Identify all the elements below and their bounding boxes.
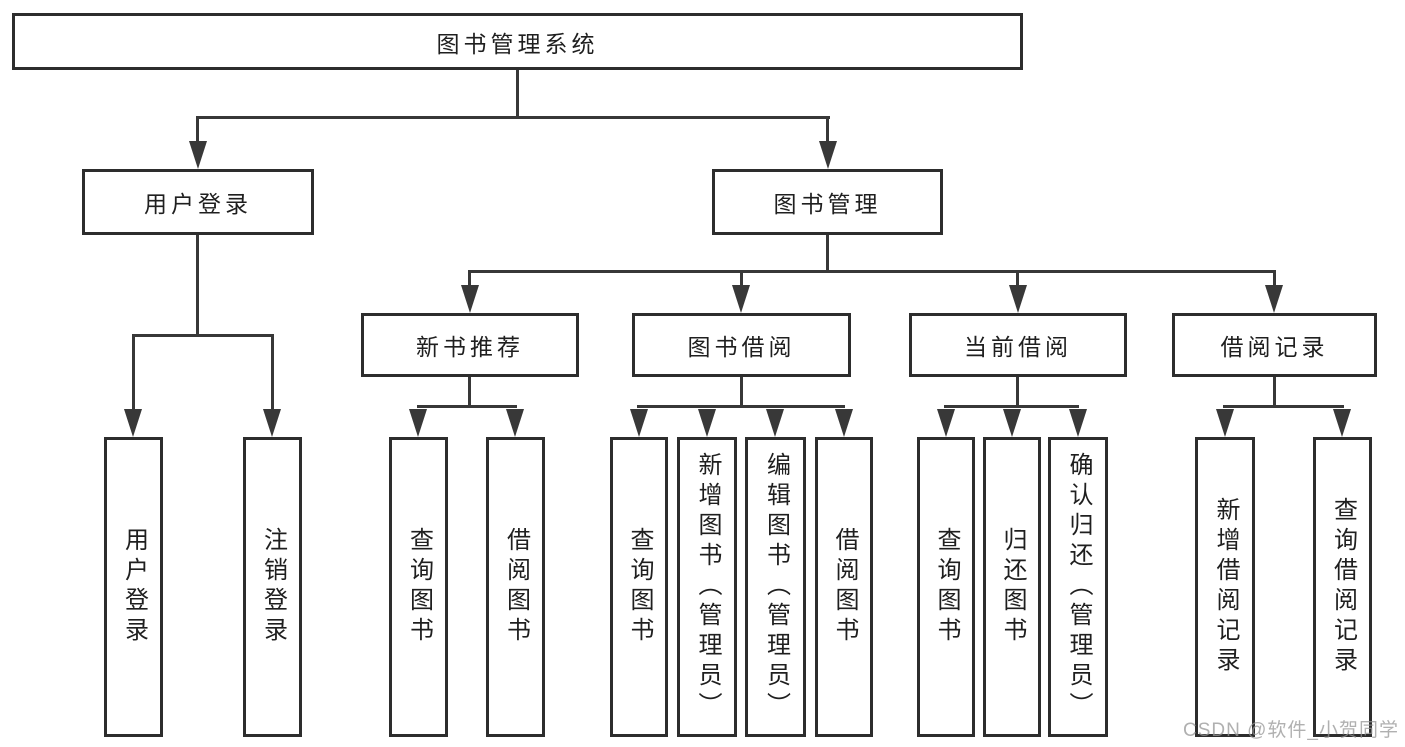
node-label: 图书借阅 (687, 334, 796, 360)
arrow-down-icon (461, 285, 479, 313)
arrow-down-icon (630, 409, 648, 437)
connector-borrowrecord-hline (1223, 405, 1344, 408)
node-label: 归还图书 (999, 527, 1026, 647)
connector-bookmgmt-stub (826, 233, 829, 273)
leaf-bb-add-books-admin: 新增图书（管理员） (677, 437, 737, 737)
node-label: 图书管理系统 (436, 30, 599, 57)
leaf-bb-borrow-books: 借阅图书 (815, 437, 873, 737)
connector-root-stub (516, 68, 519, 119)
leaf-cb-confirm-return-admin: 确认归还（管理员） (1048, 437, 1108, 737)
leaf-cb-return-books: 归还图书 (983, 437, 1041, 737)
node-label: 新书推荐 (416, 334, 524, 360)
csdn-watermark: CSDN @软件_小贺同学 (1183, 720, 1399, 741)
connector-drop-user-login (196, 116, 199, 146)
node-label: 借阅记录 (1220, 334, 1329, 360)
node-book-borrow: 图书借阅 (632, 313, 851, 377)
node-user-login: 用户登录 (82, 169, 314, 235)
leaf-nbr-borrow-books: 借阅图书 (486, 437, 545, 737)
node-label: 新增借阅记录 (1212, 497, 1239, 677)
arrow-down-icon (124, 409, 142, 437)
connector-currentborrow-hline (944, 405, 1079, 408)
arrow-down-icon (1333, 409, 1351, 437)
leaf-br-query-record: 查询借阅记录 (1313, 437, 1372, 737)
connector-drop-bookborrow (740, 270, 743, 288)
arrow-down-icon (1003, 409, 1021, 437)
node-label: 查询借阅记录 (1329, 497, 1357, 677)
connector-bookborrow-hline (637, 405, 845, 408)
connector-level2-hline (196, 116, 830, 119)
arrow-down-icon (819, 141, 837, 169)
node-label: 查询图书 (405, 527, 433, 647)
leaf-br-add-record: 新增借阅记录 (1195, 437, 1255, 737)
node-library-system: 图书管理系统 (12, 13, 1023, 70)
connector-userlogin-stub (196, 234, 199, 336)
connector-level3-hline (468, 270, 1276, 273)
node-current-borrow: 当前借阅 (909, 313, 1127, 377)
node-label: 新增图书（管理员） (694, 452, 721, 722)
node-label: 用户登录 (120, 527, 148, 647)
connector-newbook-stub (468, 375, 471, 408)
connector-bookborrow-stub (740, 375, 743, 408)
node-label: 图书管理 (773, 191, 882, 217)
leaf-nbr-query-books: 查询图书 (389, 437, 448, 737)
connector-drop-currentborrow (1016, 270, 1019, 288)
leaf-cb-query-books: 查询图书 (917, 437, 975, 737)
arrow-down-icon (1009, 285, 1027, 313)
connector-drop-newbook (468, 270, 471, 288)
node-label: 查询图书 (626, 527, 653, 647)
arrow-down-icon (937, 409, 955, 437)
arrow-down-icon (1069, 409, 1087, 437)
node-borrow-records: 借阅记录 (1172, 313, 1377, 377)
connector-currentborrow-stub (1016, 375, 1019, 408)
arrow-down-icon (189, 141, 207, 169)
arrow-down-icon (506, 409, 524, 437)
node-book-management: 图书管理 (712, 169, 943, 235)
arrow-down-icon (1265, 285, 1283, 313)
connector-userlogin-hline (132, 334, 274, 337)
arrow-down-icon (263, 409, 281, 437)
node-label: 编辑图书（管理员） (762, 452, 790, 722)
connector-newbook-hline (417, 405, 517, 408)
arrow-down-icon (732, 285, 750, 313)
connector-borrowrecord-stub (1273, 375, 1276, 408)
arrow-down-icon (409, 409, 427, 437)
arrow-down-icon (1216, 409, 1234, 437)
leaf-logout-login: 注销登录 (243, 437, 302, 737)
leaf-bb-query-books: 查询图书 (610, 437, 668, 737)
node-label: 确认归还（管理员） (1065, 452, 1092, 722)
connector-drop-book-mgmt (826, 116, 829, 146)
arrow-down-icon (835, 409, 853, 437)
connector-drop-borrowrecord (1273, 270, 1276, 288)
node-label: 当前借阅 (964, 334, 1072, 360)
connector-drop-ul-logout (271, 334, 274, 412)
arrow-down-icon (766, 409, 784, 437)
leaf-user-login: 用户登录 (104, 437, 163, 737)
node-new-book-recommend: 新书推荐 (361, 313, 579, 377)
arrow-down-icon (698, 409, 716, 437)
node-label: 借阅图书 (831, 527, 858, 647)
leaf-bb-edit-books-admin: 编辑图书（管理员） (745, 437, 806, 737)
node-label: 借阅图书 (502, 527, 530, 647)
connector-drop-ul-login (132, 334, 135, 412)
node-label: 注销登录 (259, 527, 287, 647)
node-label: 用户登录 (144, 191, 252, 217)
node-label: 查询图书 (933, 527, 960, 647)
